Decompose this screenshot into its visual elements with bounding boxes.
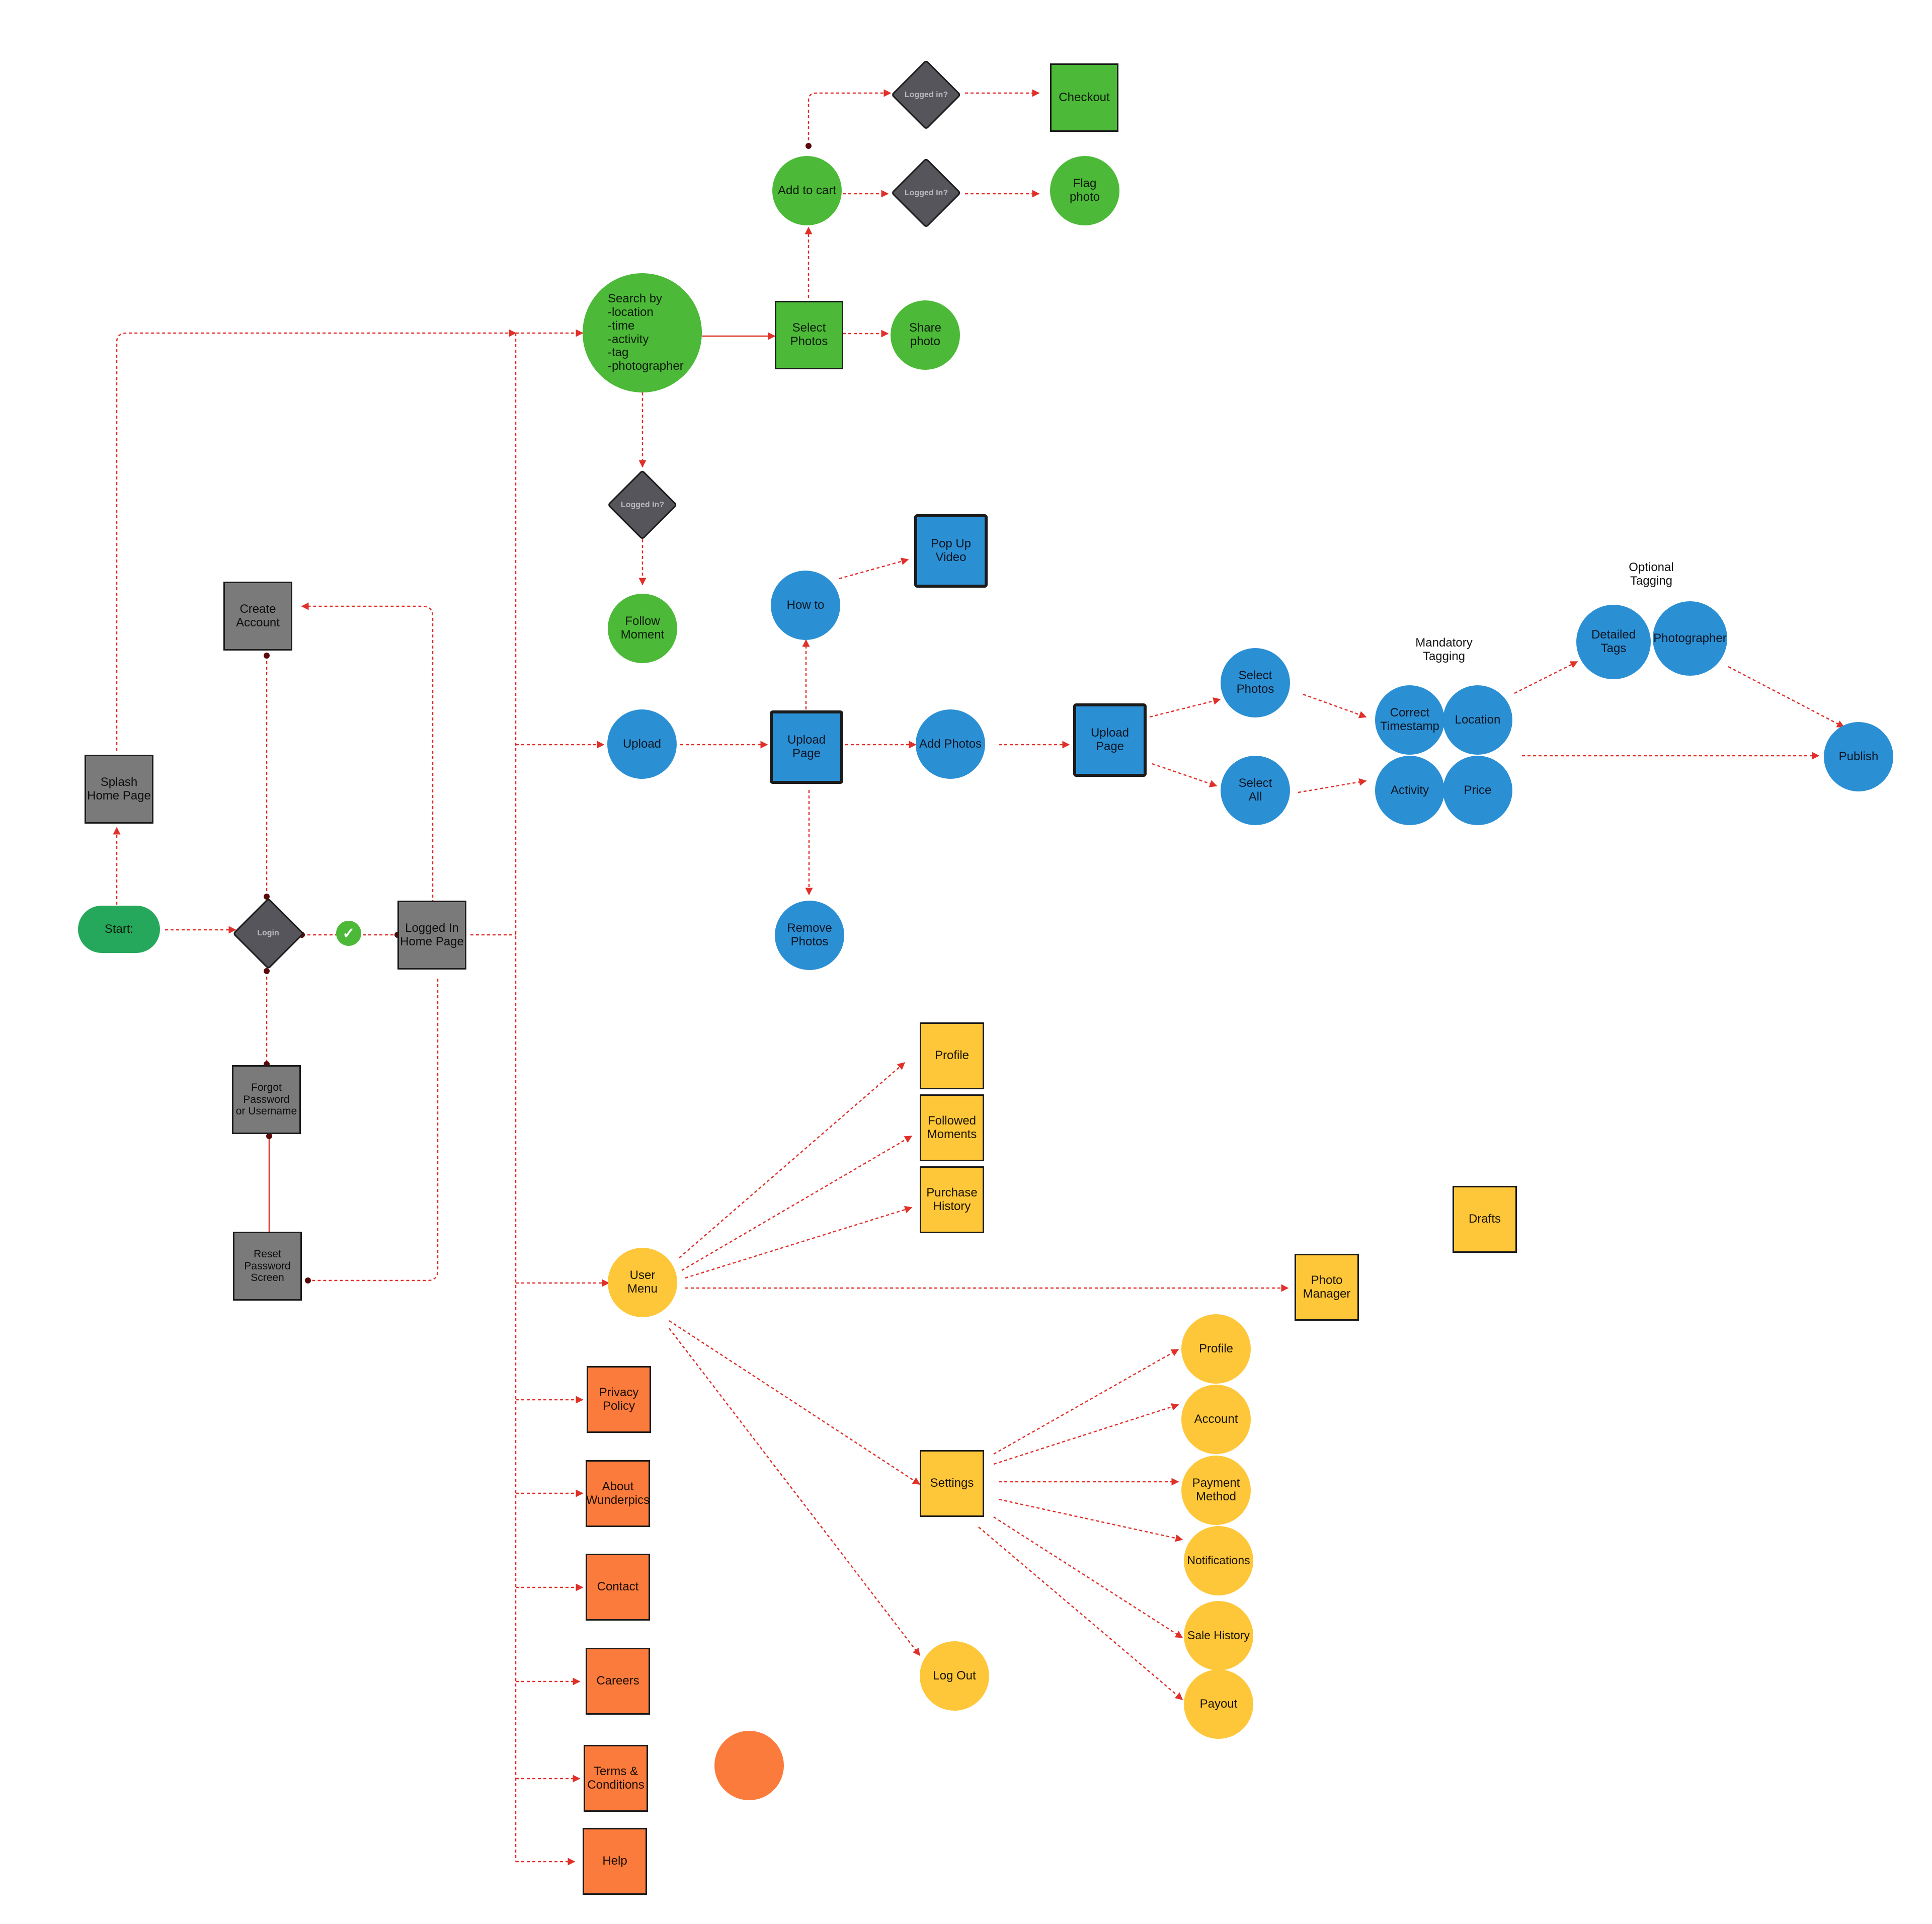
edge-usermenu-purchase xyxy=(685,1206,913,1279)
help-node[interactable]: Help xyxy=(583,1828,647,1895)
profile-node[interactable]: Profile xyxy=(920,1022,984,1089)
drafts-node[interactable]: Drafts xyxy=(1453,1186,1517,1253)
upload-page-node[interactable]: Upload Page xyxy=(770,710,843,784)
how-to-node[interactable]: How to xyxy=(771,571,840,640)
edge-selectall-activity xyxy=(1298,778,1367,793)
edge-settings-profile xyxy=(993,1348,1179,1455)
payout-node[interactable]: Payout xyxy=(1184,1669,1253,1739)
user-menu-node[interactable]: User Menu xyxy=(608,1248,677,1317)
splash-home-page-node[interactable]: Splash Home Page xyxy=(85,755,153,824)
contact-node[interactable]: Contact xyxy=(586,1554,650,1621)
edge-usermenu-logout xyxy=(669,1328,920,1656)
log-out-node[interactable]: Log Out xyxy=(920,1641,989,1711)
notifications-node[interactable]: Notifications xyxy=(1184,1526,1253,1595)
cart-logged-in-decision[interactable]: Logged in? xyxy=(891,59,962,131)
payment-method-node[interactable]: Payment Method xyxy=(1181,1456,1251,1525)
share-photo-node[interactable]: Share photo xyxy=(891,300,960,370)
publish-node[interactable]: Publish xyxy=(1824,722,1893,791)
follow-moment-node[interactable]: Follow Moment xyxy=(608,594,677,663)
remove-photos-node[interactable]: Remove Photos xyxy=(775,901,844,970)
edge-selectphotos-timestamp xyxy=(1303,693,1367,718)
add-to-cart-node[interactable]: Add to cart xyxy=(772,156,842,225)
careers-node[interactable]: Careers xyxy=(586,1648,650,1715)
settings-profile-node[interactable]: Profile xyxy=(1181,1314,1251,1384)
location-node[interactable]: Location xyxy=(1443,685,1512,755)
forgot-password-node[interactable]: Forgot Password or Username xyxy=(232,1065,301,1134)
edge-photographer-publish xyxy=(1728,666,1845,728)
search-by-node[interactable]: Search by -location -time -activity -tag… xyxy=(583,273,702,392)
photographer-node[interactable]: Photographer xyxy=(1653,601,1727,676)
pop-up-video-node[interactable]: Pop Up Video xyxy=(914,514,988,588)
edge-settings-notifications xyxy=(998,1498,1183,1542)
privacy-policy-node[interactable]: Privacy Policy xyxy=(587,1366,651,1433)
flag-photo-node[interactable]: Flag photo xyxy=(1050,156,1119,225)
select-photos-upload-node[interactable]: Select Photos xyxy=(1221,648,1290,717)
price-node[interactable]: Price xyxy=(1443,756,1512,825)
edge-addcart-cartdiamond xyxy=(806,89,892,149)
edge-settings-account xyxy=(993,1403,1179,1465)
logged-in-home-page-node[interactable]: Logged In Home Page xyxy=(397,901,466,970)
edge-home-reset xyxy=(305,979,439,1284)
photo-manager-node[interactable]: Photo Manager xyxy=(1295,1254,1359,1321)
detailed-tags-node[interactable]: Detailed Tags xyxy=(1576,605,1651,679)
reset-password-node[interactable]: Reset Password Screen xyxy=(233,1232,302,1301)
flag-logged-in-label: Logged In? xyxy=(904,189,948,197)
select-photos-search-node[interactable]: Select Photos xyxy=(775,301,843,369)
followed-moments-node[interactable]: Followed Moments xyxy=(920,1094,984,1161)
flag-logged-in-decision[interactable]: Logged In? xyxy=(891,157,962,229)
orange-circle-node[interactable] xyxy=(714,1731,784,1800)
select-all-node[interactable]: Select All xyxy=(1221,756,1290,825)
create-account-node[interactable]: Create Account xyxy=(223,582,292,651)
activity-node[interactable]: Activity xyxy=(1375,756,1444,825)
follow-logged-in-label: Logged In? xyxy=(620,501,665,509)
cart-logged-in-label: Logged in? xyxy=(904,91,948,99)
account-node[interactable]: Account xyxy=(1181,1385,1251,1454)
upload-page-2-node[interactable]: Upload Page xyxy=(1073,703,1147,777)
edge-location-detailed xyxy=(1514,661,1578,694)
add-photos-node[interactable]: Add Photos xyxy=(916,709,985,779)
check-icon: ✓ xyxy=(336,921,361,946)
login-decision[interactable]: Login xyxy=(232,897,304,970)
mandatory-tagging-label: Mandatory Tagging xyxy=(1415,636,1473,663)
edge-settings-payout xyxy=(978,1527,1183,1700)
checkout-node[interactable]: Checkout xyxy=(1050,63,1118,132)
settings-node[interactable]: Settings xyxy=(920,1450,984,1517)
terms-node[interactable]: Terms & Conditions xyxy=(584,1745,648,1812)
edge-usermenu-followed xyxy=(681,1135,913,1271)
edge-splash-trunk xyxy=(116,329,517,751)
edge-usermenu-settings xyxy=(669,1320,921,1485)
follow-logged-in-decision[interactable]: Logged In? xyxy=(607,469,678,541)
edge-home-create xyxy=(301,602,434,903)
purchase-history-node[interactable]: Purchase History xyxy=(920,1166,984,1233)
correct-timestamp-node[interactable]: Correct Timestamp xyxy=(1375,685,1444,755)
optional-tagging-label: Optional Tagging xyxy=(1629,560,1674,588)
edge-settings-sale xyxy=(993,1516,1183,1639)
edge-page2-selectphotos xyxy=(1149,697,1221,718)
edge-howto-popup xyxy=(839,557,909,580)
login-decision-label: Login xyxy=(257,929,279,937)
start-node[interactable]: Start: xyxy=(78,906,160,953)
upload-node[interactable]: Upload xyxy=(607,709,677,779)
edge-page2-selectall xyxy=(1152,763,1218,787)
about-node[interactable]: About Wunderpics xyxy=(586,1460,650,1527)
sale-history-node[interactable]: Sale History xyxy=(1184,1601,1253,1670)
